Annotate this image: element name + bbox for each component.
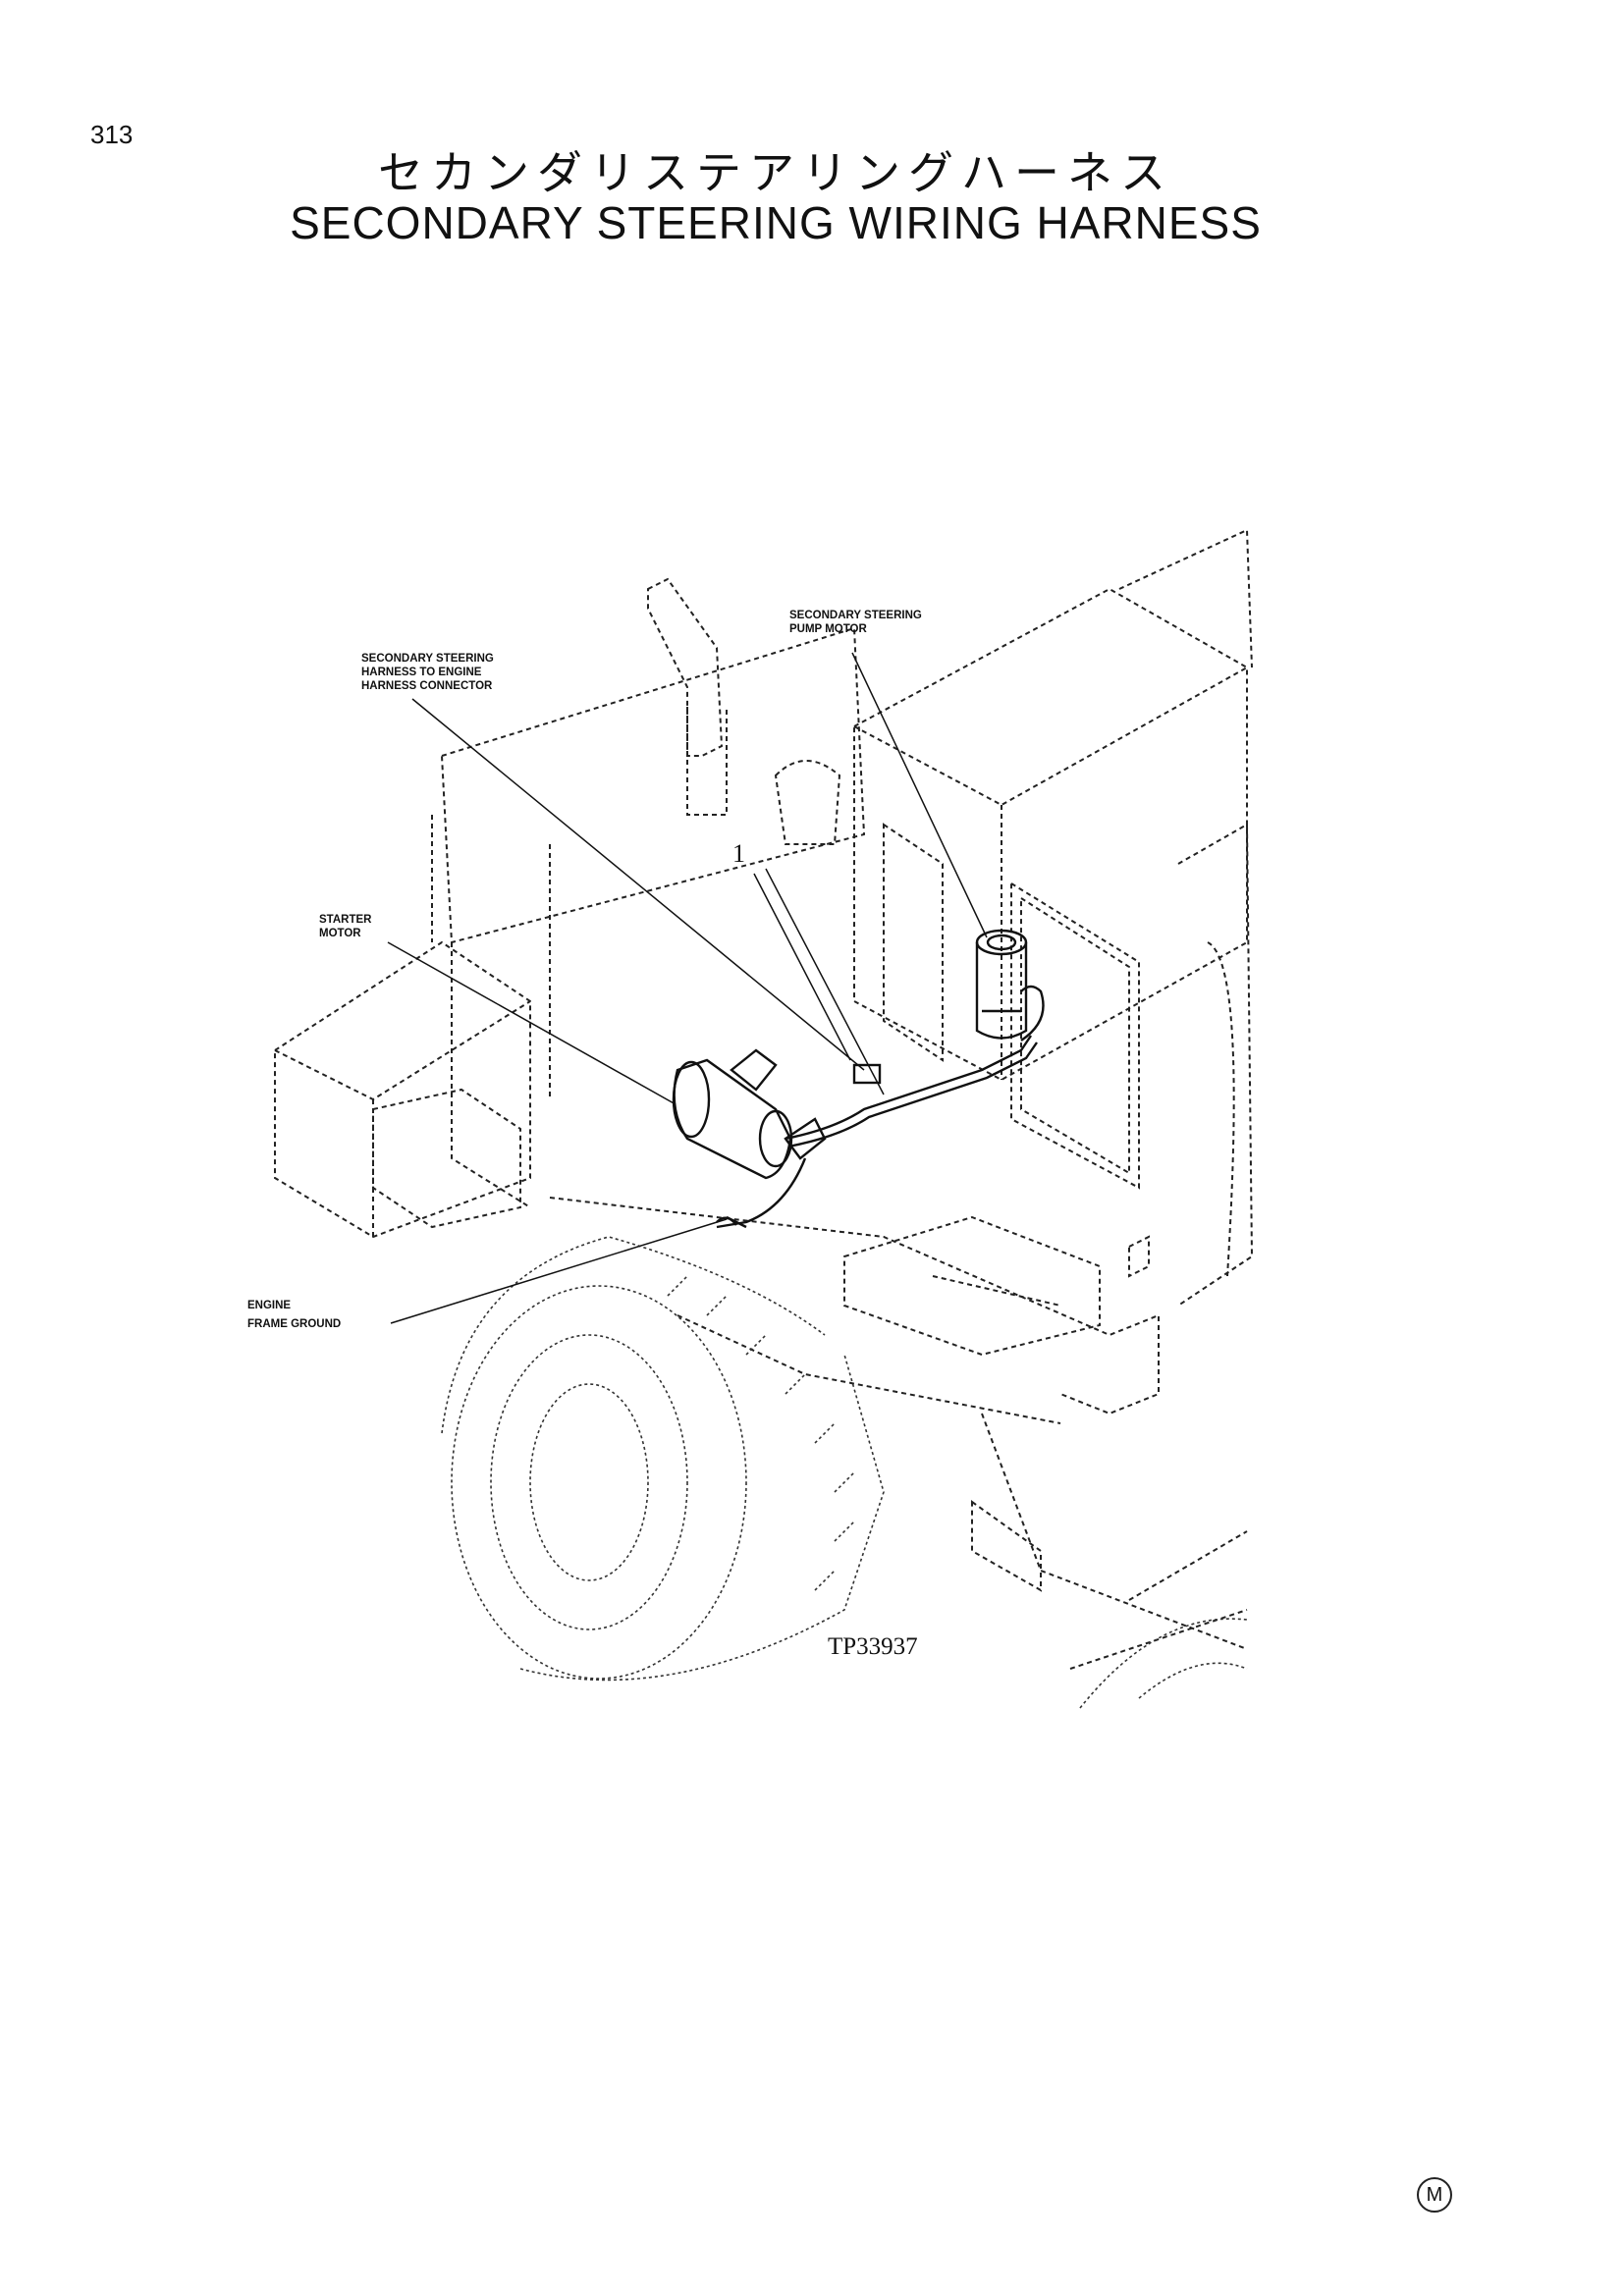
machine-outline: [274, 528, 1254, 1709]
wiring-harness: [716, 985, 1045, 1229]
pump-motor: [975, 929, 1028, 1040]
callout-starter-motor: STARTER MOTOR: [319, 914, 375, 939]
title-english: SECONDARY STEERING WIRING HARNESS: [290, 197, 1262, 248]
page-number: 313: [90, 120, 134, 149]
ground-terminal: [716, 1215, 747, 1229]
title-japanese: セカンダリステアリングハーネス: [378, 146, 1173, 199]
leader-lines: [387, 652, 988, 1324]
callout-frame-ground: ENGINE FRAME GROUND: [247, 1300, 341, 1330]
callout-harness-connector: SECONDARY STEERING HARNESS TO ENGINE HAR…: [361, 653, 497, 692]
circled-m-mark: M: [1417, 2177, 1452, 2213]
callout-pump-motor: SECONDARY STEERING PUMP MOTOR: [789, 610, 925, 635]
item-number: 1: [732, 839, 745, 868]
figure-number: TP33937: [828, 1633, 918, 1660]
starter-motor: [672, 1048, 827, 1180]
